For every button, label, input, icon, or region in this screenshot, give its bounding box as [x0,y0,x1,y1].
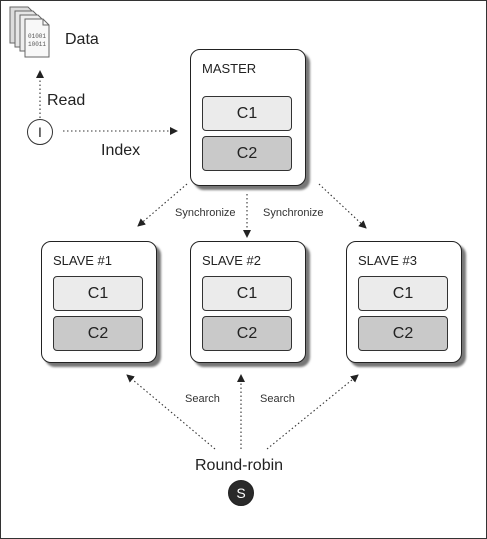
read-label: Read [47,92,86,109]
slave-3-cell-c1: C1 [358,276,448,311]
slave-node-3[interactable]: SLAVE #3 C1 C2 [346,241,462,363]
sync-label-right: Synchronize [263,207,324,219]
indexer-symbol: I [38,124,42,140]
round-robin-label: Round-robin [195,457,284,474]
master-cell-c2: C2 [202,136,292,171]
slave-node-2[interactable]: SLAVE #2 C1 C2 [190,241,306,363]
search-label-left: Search [185,393,220,405]
search-arrow-slave-1 [126,374,216,450]
slave-3-title: SLAVE #3 [358,253,418,268]
index-label: Index [101,142,141,159]
sync-label-left: Synchronize [175,207,236,219]
searcher-node[interactable]: S [228,480,254,506]
slave-1-title: SLAVE #1 [53,253,113,268]
search-arrow-slave-3 [266,374,359,450]
sync-arrow-slave-1 [137,183,188,227]
data-label: Data [65,31,99,48]
slave-2-cell-c1: C1 [202,276,292,311]
sync-arrow-slave-3 [318,183,367,229]
stacked-documents-icon: 01001 10011 [9,6,50,58]
slave-node-1[interactable]: SLAVE #1 C1 C2 [41,241,157,363]
searcher-symbol: S [236,485,246,501]
svg-text:01001: 01001 [28,33,46,40]
slave-2-cell-c2: C2 [202,316,292,351]
master-cell-c1: C1 [202,96,292,131]
indexer-node[interactable]: I [27,119,53,145]
svg-text:10011: 10011 [28,41,46,48]
slave-1-cell-c2: C2 [53,316,143,351]
master-title: MASTER [202,61,257,76]
master-node[interactable]: MASTER C1 C2 [190,49,306,186]
slave-1-cell-c1: C1 [53,276,143,311]
slave-2-title: SLAVE #2 [202,253,262,268]
slave-3-cell-c2: C2 [358,316,448,351]
search-label-right: Search [260,393,295,405]
